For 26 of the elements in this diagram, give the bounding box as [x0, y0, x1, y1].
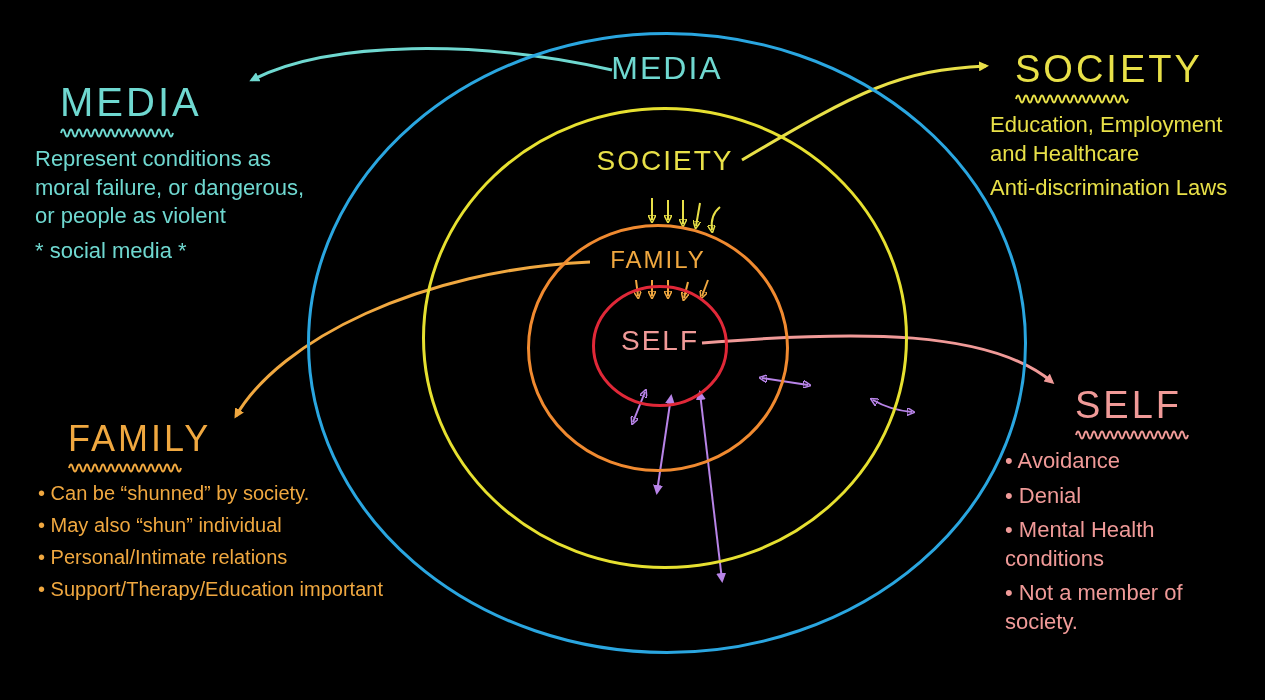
ring-label: SELF	[620, 325, 700, 357]
note-heading: MEDIA	[60, 80, 202, 125]
note-heading: SELF	[1075, 384, 1183, 427]
note-heading: SOCIETY	[1015, 48, 1203, 91]
note-text: • Personal/Intimate relations	[38, 545, 289, 570]
double-arrow	[653, 394, 675, 495]
note-text: • Support/Therapy/Education important	[38, 577, 384, 602]
note-text: Represent conditions as moral failure, or dangerous, or people as violent	[35, 145, 306, 231]
double-arrow	[695, 390, 727, 583]
ring-label: FAMILY	[609, 246, 707, 274]
note-text: • Not a member of society.	[1005, 579, 1184, 636]
note-text: • Can be “shunned” by society.	[38, 481, 311, 506]
ring-label: MEDIA	[610, 50, 724, 87]
note-text: • Denial	[1005, 481, 1083, 510]
note-text: • Avoidance	[1005, 447, 1121, 475]
note-text: • Mental Health conditions	[1005, 516, 1156, 573]
ring-label: SOCIETY	[595, 145, 735, 177]
note-text: • May also “shun” individual	[38, 513, 283, 538]
note-text: * social media *	[35, 236, 188, 265]
note-heading: FAMILY	[68, 418, 212, 460]
note-text: Anti-discrimination Laws	[990, 174, 1229, 203]
note-text: Education, Employment and Healthcare	[990, 111, 1224, 168]
curved-arrow	[234, 260, 591, 419]
curved-arrow	[701, 334, 1055, 384]
curved-arrow	[249, 47, 613, 82]
curved-arrow	[741, 61, 989, 162]
